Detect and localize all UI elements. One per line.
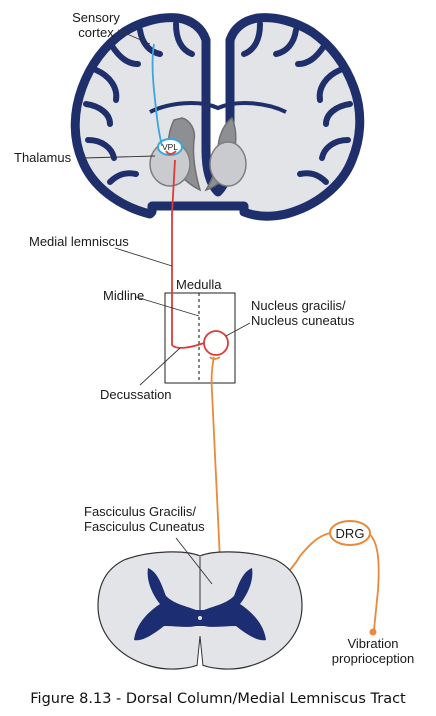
medial-lemniscus-label: Medial lemniscus [29,234,129,249]
leader-fasciculus [175,537,213,585]
fasciculus-label-2: Fasciculus Cuneatus [84,519,205,534]
sensory-cortex-label-1: Sensory [72,10,120,25]
figure-caption: Figure 8.13 - Dorsal Column/Medial Lemni… [30,691,406,707]
nucleus-label-2: Nucleus cuneatus [251,313,355,328]
grey-matter [134,568,266,641]
medulla-section [164,292,236,384]
spinal-cord-section [97,551,303,670]
drg-ellipse [329,520,371,546]
vpl-label: VPL [162,142,178,152]
thalamus [149,141,247,187]
thalamus-synapse-cup [165,150,177,155]
medulla-synapse-cup [209,356,221,360]
leader-decussation [139,347,181,386]
leader-medial-lemniscus [114,247,173,267]
vibration-label-2: proprioception [332,651,414,666]
leader-sensory-cortex [117,29,151,45]
central-canal [198,616,202,620]
decussation-label: Decussation [100,387,172,402]
nucleus-label-1: Nucleus gracilis/ [251,298,346,313]
labels: Sensory cortex Thalamus Medial lemniscus… [14,10,414,666]
ventral-median-fissure [196,635,204,667]
drg-label: DRG [336,526,365,541]
medial-lemniscus-fiber [171,159,205,349]
corpus-callosum [149,101,287,114]
vibration-label-1: Vibration [347,636,398,651]
receptor-dot [369,628,377,636]
leader-nucleus [225,322,251,337]
medulla-box [164,292,236,384]
leader-midline [135,296,200,317]
brain-outline [70,13,365,221]
leader-thalamus [83,155,156,159]
peripheral-fiber [367,532,380,631]
sensory-cortex-label-2: cortex [78,25,114,40]
thalamus-label: Thalamus [14,150,72,165]
fasciculus-label-1: Fasciculus Gracilis/ [84,504,196,519]
drg-ganglion: DRG [329,520,371,546]
midline-label: Midline [103,288,144,303]
thalamocortical-fiber [151,43,163,147]
brain-coronal-section: VPL [70,13,365,221]
medulla-label: Medulla [176,277,222,292]
leader-lines [83,29,251,585]
brain-sulci [83,21,353,185]
